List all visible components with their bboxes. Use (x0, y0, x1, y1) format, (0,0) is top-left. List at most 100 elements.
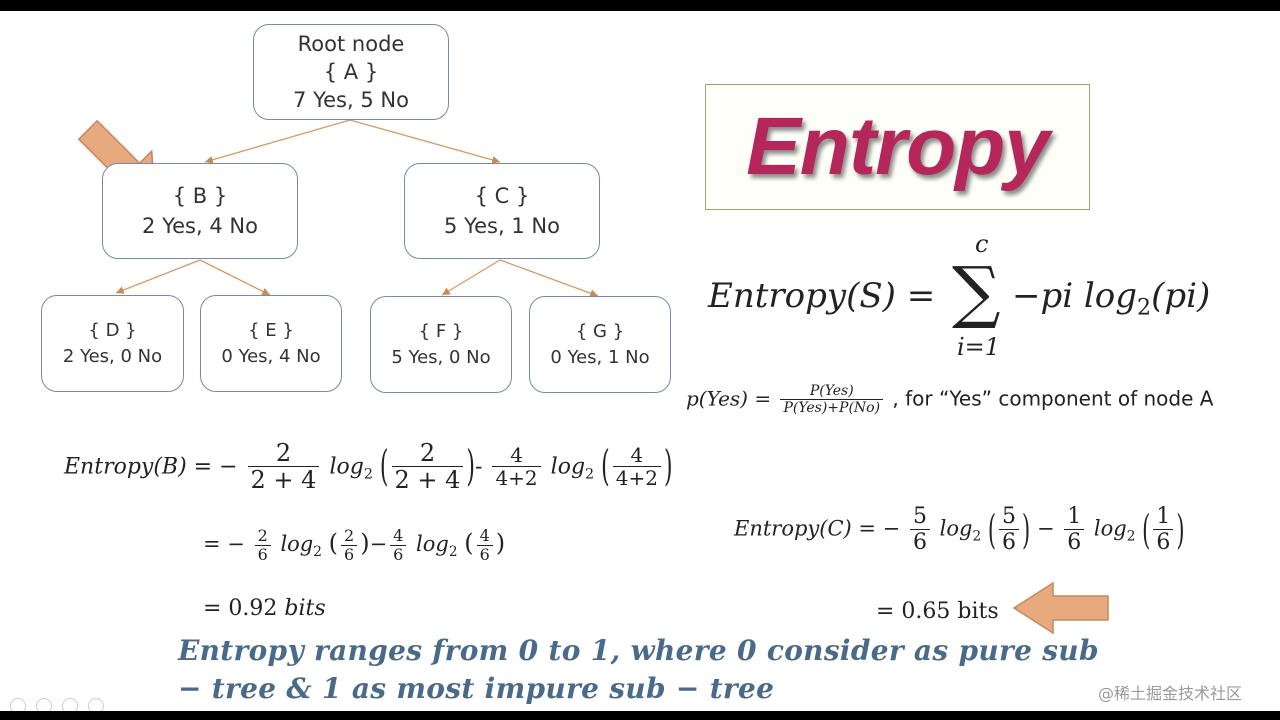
eb-l2-log2-base: 2 (448, 543, 458, 560)
eb-log2-base: 2 (585, 466, 595, 483)
note-line-1: Entropy ranges from 0 to 1, where 0 cons… (178, 634, 1099, 667)
eb-l2-f3-den: 6 (390, 544, 407, 564)
prob-num: P(Yes) (809, 383, 854, 399)
node-b-set: { B } (172, 184, 228, 208)
ec-f4-den: 6 (1153, 529, 1174, 555)
node-e-counts: 0 Yes, 4 No (221, 345, 321, 367)
tree-node-c: { C } 5 Yes, 1 No (404, 163, 600, 259)
edge-c-f (441, 259, 501, 296)
ec-log2-base: 2 (1126, 528, 1136, 545)
bottom-letterbox-bar (0, 711, 1280, 720)
title-box: Entropy (705, 84, 1090, 210)
eb-log2: log (550, 454, 586, 480)
edge-b-e (199, 259, 271, 296)
eb-minus: - (475, 454, 483, 480)
tree-node-d: { D } 2 Yes, 0 No (41, 295, 184, 392)
entropy-c-lhs: Entropy(C) = − (734, 516, 901, 541)
probability-definition: p(Yes) = P(Yes)P(Yes)+P(No) , for “Yes” … (686, 383, 1214, 416)
node-c-counts: 5 Yes, 1 No (444, 214, 560, 238)
note-line-2: − tree & 1 as most impure sub − tree (178, 672, 775, 705)
node-a-set: { A } (323, 60, 379, 84)
node-g-counts: 0 Yes, 1 No (550, 346, 650, 368)
node-a-label: Root node (297, 32, 405, 56)
entropy-formula-rhs: −pi log2(pi) (1012, 276, 1210, 321)
prob-text: , for “Yes” component of node A (892, 386, 1214, 411)
ec-log1: log (939, 516, 973, 541)
ec-f1-den: 6 (909, 529, 930, 555)
eb-f3-den: 4+2 (492, 466, 541, 490)
eb-l2-log2: log (416, 531, 449, 556)
node-d-set: { D } (88, 319, 137, 341)
eb-f2-num: 2 (419, 439, 436, 467)
prob-lhs: p(Yes) = (686, 386, 772, 411)
entropy-formula-lhs: Entropy(S) = (708, 276, 936, 316)
eb-l2-f4-den: 6 (476, 544, 493, 564)
eb-f1-num: 2 (275, 439, 292, 467)
eb-f1-den: 2 + 4 (247, 466, 320, 495)
node-a-counts: 7 Yes, 5 No (293, 88, 409, 112)
eb-l2-f1-num: 2 (257, 526, 268, 545)
eb-l2-log1-base: 2 (313, 543, 322, 560)
eb-result-value: = 0.92 (203, 596, 285, 621)
tree-node-e: { E } 0 Yes, 4 No (200, 295, 342, 392)
node-f-set: { F } (418, 320, 464, 342)
rhs-arg: (pi) (1151, 276, 1211, 316)
left-arrow-icon (1012, 581, 1109, 635)
node-g-set: { G } (575, 320, 625, 342)
eb-f4-den: 4+2 (612, 466, 661, 490)
entropy-b-lhs: Entropy(B) = − (64, 454, 238, 480)
rhs-term: −pi log (1012, 276, 1138, 316)
ec-f3-den: 6 (1064, 529, 1085, 555)
eb-f3-num: 4 (510, 443, 523, 468)
rhs-log-base: 2 (1137, 294, 1152, 321)
eb-log1-base: 2 (363, 466, 373, 483)
edge-a-c (349, 119, 501, 164)
top-letterbox-bar (0, 0, 1280, 11)
eb-l2-f4-num: 4 (479, 526, 490, 545)
eb-log1: log (329, 454, 364, 480)
node-c-set: { C } (474, 184, 530, 208)
sum-symbol: ∑ (952, 253, 1001, 332)
ec-minus: − (1036, 516, 1055, 541)
node-f-counts: 5 Yes, 0 No (391, 346, 491, 368)
prob-fraction: P(Yes)P(Yes)+P(No) (780, 383, 884, 416)
prob-den: P(Yes)+P(No) (780, 399, 884, 416)
eb-l2-f2-den: 6 (341, 544, 358, 564)
ec-f1-num: 5 (912, 504, 927, 529)
eb-l2-eq: = − (203, 531, 245, 556)
eb-l2-log1: log (280, 531, 314, 556)
eb-f4-num: 4 (630, 443, 644, 468)
ec-f4-num: 1 (1156, 504, 1171, 529)
edge-a-b (204, 119, 351, 164)
ec-log1-base: 2 (972, 528, 982, 545)
eb-l2-f1-den: 6 (254, 544, 271, 564)
entropy-b-result: = 0.92 bits (203, 596, 326, 621)
tree-node-a: Root node { A } 7 Yes, 5 No (253, 24, 449, 120)
ec-log2: log (1093, 516, 1127, 541)
tree-node-g: { G } 0 Yes, 1 No (529, 296, 671, 393)
entropy-c-result: = 0.65 bits (876, 599, 999, 624)
ec-f2-den: 6 (999, 529, 1020, 555)
eb-l2-f3-num: 4 (393, 526, 404, 545)
eb-l2-minus: − (369, 531, 388, 556)
edge-c-g (499, 259, 599, 297)
tree-node-b: { B } 2 Yes, 4 No (102, 163, 298, 259)
ec-f3-num: 1 (1067, 504, 1082, 529)
eb-f2-den: 2 + 4 (391, 466, 464, 495)
node-d-counts: 2 Yes, 0 No (62, 345, 163, 367)
sum-lower-limit: i=1 (957, 333, 1001, 361)
eb-l2-f2-num: 2 (344, 526, 355, 545)
